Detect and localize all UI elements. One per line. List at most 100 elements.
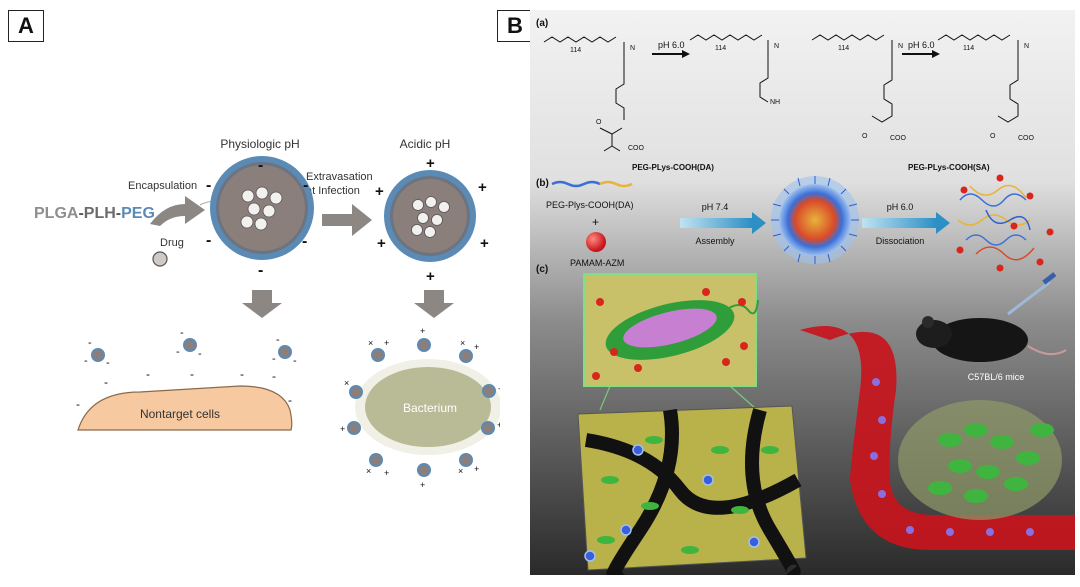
- svg-text:+: +: [420, 326, 425, 336]
- svg-text:COO: COO: [1018, 135, 1035, 142]
- mice-label: C57BL/6 mice: [968, 372, 1025, 382]
- svg-text:-: -: [272, 369, 276, 383]
- ph-74-label: pH 7.4: [702, 202, 729, 212]
- chemical-structures: [543, 34, 1019, 152]
- svg-text:+: +: [426, 155, 435, 172]
- svg-text:×: ×: [460, 338, 465, 348]
- svg-text:+: +: [420, 480, 425, 490]
- svg-text:-: -: [276, 334, 280, 346]
- svg-text:N: N: [1024, 43, 1029, 50]
- svg-text:O: O: [862, 133, 868, 140]
- bound-nanoparticles: ×++ ×+× +++ ×++ ×+: [340, 326, 503, 490]
- subpanel-c-label: (c): [536, 264, 548, 275]
- infection-bacteria: [928, 423, 1054, 503]
- encapsulation-arrow: [150, 196, 205, 226]
- down-arrow-physiologic: [242, 290, 282, 318]
- encapsulation-label: Encapsulation: [128, 180, 197, 192]
- extravasation-label: Extravasation: [306, 171, 373, 183]
- svg-text:N: N: [898, 43, 903, 50]
- bacterium: [365, 367, 491, 447]
- svg-text:+: +: [498, 384, 500, 394]
- svg-text:+: +: [474, 464, 479, 474]
- svg-text:+: +: [384, 468, 389, 478]
- free-nanoparticles: --- --- ---: [84, 327, 297, 369]
- svg-text:114: 114: [963, 45, 974, 52]
- svg-text:+: +: [426, 268, 435, 285]
- svg-text:-: -: [84, 355, 88, 367]
- svg-text:+: +: [478, 179, 487, 196]
- panel-a: A Physiologic pH Acidic pH Encapsulation…: [0, 0, 503, 582]
- bacterium-label: Bacterium: [403, 401, 457, 415]
- assembly-arrow: [680, 218, 752, 228]
- svg-text:N: N: [630, 45, 635, 52]
- svg-text:COO: COO: [890, 135, 907, 142]
- panel-a-diagram: Physiologic pH Acidic pH Encapsulation E…: [34, 137, 503, 490]
- compound-da-label: PEG-PLys-COOH(DA): [632, 163, 714, 172]
- svg-text:-: -: [302, 233, 307, 250]
- nontarget-cells-label: Nontarget cells: [140, 407, 220, 421]
- plh-text: PLH: [84, 205, 116, 222]
- svg-text:+: +: [375, 183, 384, 200]
- ph-60-dissociation-label: pH 6.0: [887, 202, 914, 212]
- svg-text:+: +: [474, 342, 479, 352]
- at-infection-label: at Infection: [306, 185, 360, 197]
- blood-vessel: [800, 326, 1075, 550]
- tissue-nanoparticles: [584, 444, 760, 562]
- cell-negative-charges: ---- ---: [76, 367, 292, 411]
- panel-a-label: A: [8, 10, 44, 42]
- svg-text:114: 114: [838, 45, 849, 52]
- svg-text:-: -: [180, 327, 184, 339]
- svg-text:-: -: [190, 367, 194, 381]
- dissociation-label: Dissociation: [876, 236, 925, 246]
- acidic-ph-heading: Acidic pH: [400, 137, 451, 151]
- pamam-azm-label: PAMAM-AZM: [570, 258, 624, 268]
- dissociation-arrow: [862, 218, 936, 228]
- svg-text:COO: COO: [628, 145, 645, 152]
- physiologic-ph-heading: Physiologic pH: [220, 137, 299, 151]
- ph-6-arrow-2-label: pH 6.0: [908, 40, 935, 50]
- svg-text:-: -: [272, 353, 276, 365]
- mouse-illustration: [916, 272, 1067, 362]
- nontarget-cell: [77, 385, 293, 431]
- positive-charges-acidic: +++ +++: [375, 155, 489, 285]
- plus-sign: +: [592, 215, 599, 229]
- drug-label: Drug: [160, 237, 184, 249]
- svg-text:NH: NH: [770, 99, 780, 106]
- polymer-name: PLGA-PLH-PEG: [34, 205, 155, 222]
- nanoparticle-physiologic: [210, 156, 314, 260]
- polymer-b-label: PEG-Plys-COOH(DA): [546, 200, 634, 210]
- svg-text:×: ×: [344, 378, 349, 388]
- compound-sa-label: PEG-PLys-COOH(SA): [908, 163, 990, 172]
- micelle: [771, 176, 859, 264]
- svg-text:-: -: [288, 393, 292, 407]
- svg-text:+: +: [340, 424, 345, 434]
- drug-particles-zoom: [592, 288, 748, 380]
- svg-text:-: -: [176, 346, 180, 358]
- nanoparticle-acidic: [384, 170, 476, 262]
- svg-text:-: -: [104, 375, 108, 389]
- svg-text:+: +: [377, 235, 386, 252]
- svg-text:-: -: [293, 355, 297, 367]
- svg-text:-: -: [240, 367, 244, 381]
- svg-text:×: ×: [366, 466, 371, 476]
- svg-text:114: 114: [715, 45, 726, 52]
- pamam-azm-sphere: [586, 232, 606, 252]
- ph-6-arrow-1-label: pH 6.0: [658, 40, 685, 50]
- svg-text:-: -: [198, 348, 202, 360]
- svg-text:×: ×: [368, 338, 373, 348]
- svg-text:O: O: [596, 119, 602, 126]
- plga-text: PLGA: [34, 205, 79, 222]
- svg-text:-: -: [258, 157, 263, 174]
- svg-text:×: ×: [458, 466, 463, 476]
- polymer-chain-yellow: [599, 180, 633, 188]
- dissociated-polymers: [956, 174, 1054, 272]
- down-arrow-acidic: [414, 290, 454, 318]
- drug-particle: [152, 251, 168, 267]
- svg-text:+: +: [384, 338, 389, 348]
- assembly-label: Assembly: [695, 236, 735, 246]
- extravasation-arrow: [322, 204, 372, 236]
- svg-text:-: -: [206, 232, 211, 249]
